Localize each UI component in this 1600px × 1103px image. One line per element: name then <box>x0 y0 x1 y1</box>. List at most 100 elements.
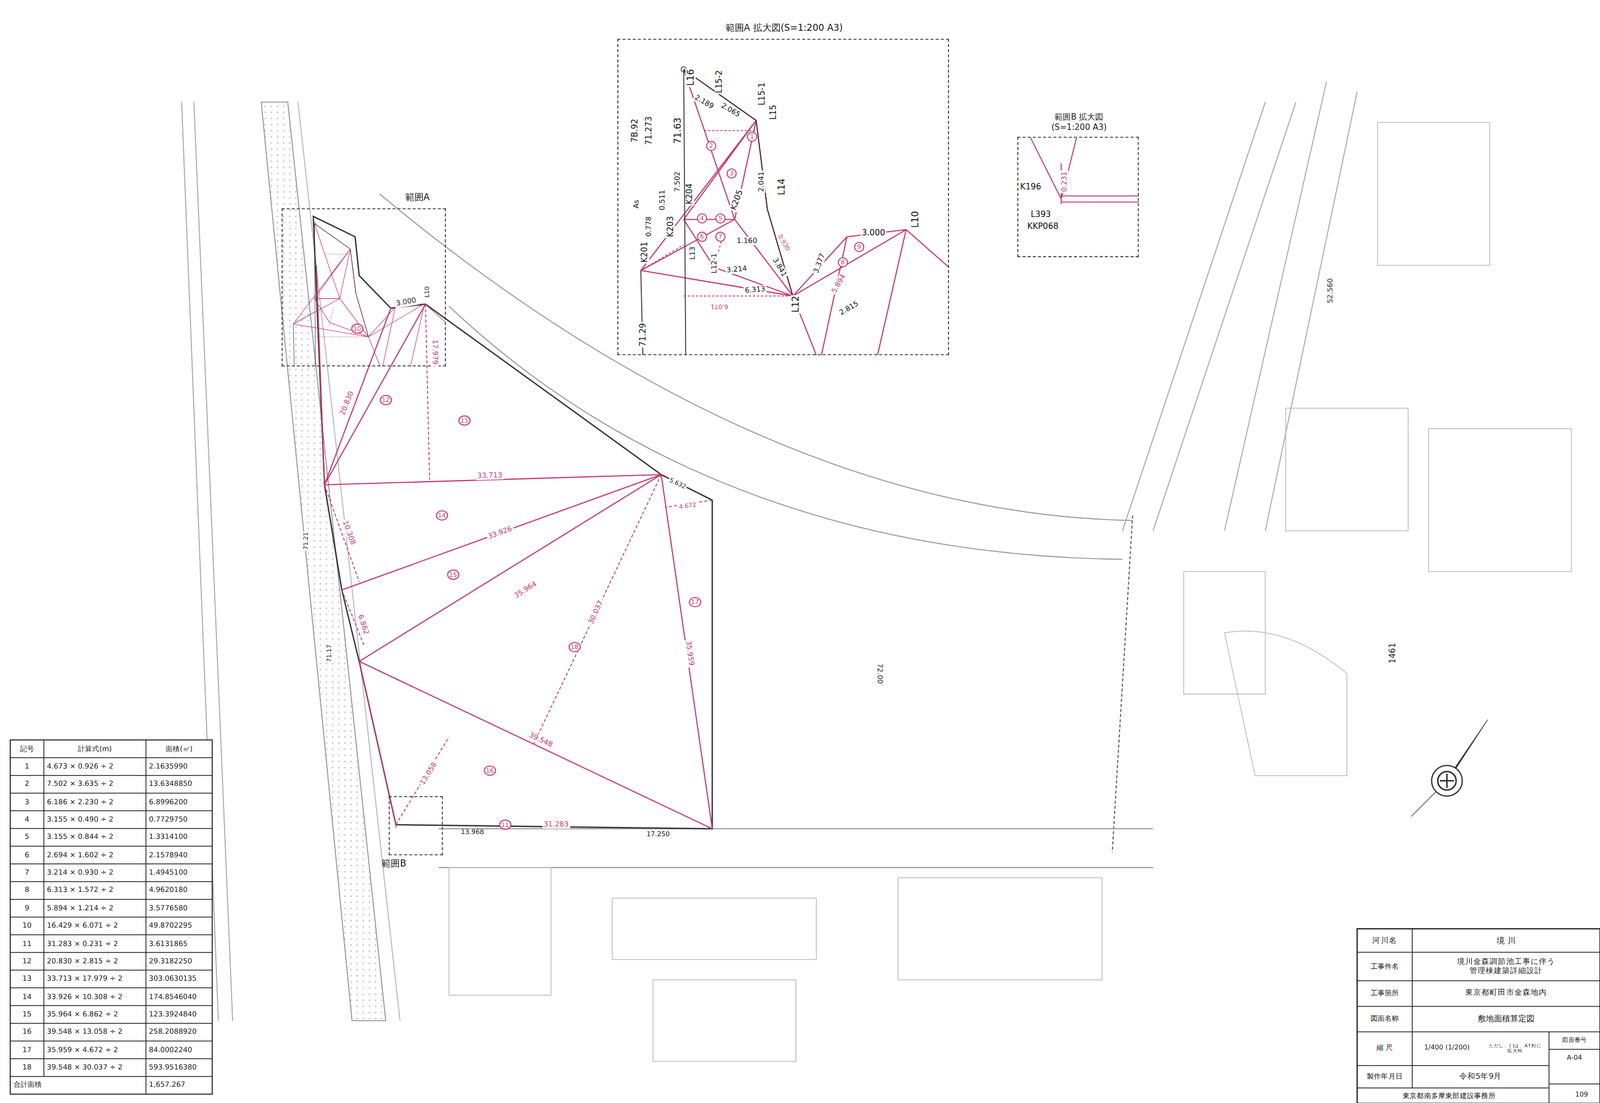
callout-number: 8 <box>837 257 848 268</box>
river-edge <box>298 102 401 1021</box>
dimension-label: 33.926 <box>485 524 515 542</box>
dimension-label: 3.000 <box>860 227 887 237</box>
table-cell: 7.502 × 3.635 ÷ 2 <box>47 775 143 794</box>
dimension-label: KKP068 <box>1026 221 1060 232</box>
dimension-label: 17.979 <box>430 338 439 366</box>
title-block-text: 河川名 <box>1371 936 1399 946</box>
table-cell: 3.155 × 0.844 ÷ 2 <box>47 828 143 847</box>
table-cell: 4 <box>13 810 42 829</box>
callout-number: 17 <box>688 596 701 608</box>
dimension-label: L12 <box>790 294 802 314</box>
dimension-label: 39.548 <box>527 730 556 750</box>
table-cell: 11 <box>13 934 42 953</box>
table-cell: 174.8546040 <box>148 987 209 1006</box>
height-line <box>324 304 713 829</box>
dimension-label: 4.672 <box>677 501 699 511</box>
table-cell: 303.0630135 <box>148 970 209 989</box>
table-cell: 3.214 × 0.930 ÷ 2 <box>47 863 143 882</box>
north-arrow <box>1431 765 1463 796</box>
table-cell: 29.3182250 <box>148 952 209 971</box>
dimension-label: L15 <box>768 103 779 121</box>
table-cell: 1,657.267 <box>148 1076 209 1095</box>
table-cell: 20.830 × 2.815 ÷ 2 <box>47 952 143 971</box>
callout-number: 1 <box>746 131 757 142</box>
table-cell: 31.283 × 0.231 ÷ 2 <box>47 934 143 953</box>
table-cell: 4.673 × 0.926 ÷ 2 <box>47 757 143 776</box>
table-cell: 8 <box>13 881 42 900</box>
table-cell: 6.8996200 <box>148 792 209 811</box>
callout-number: 6 <box>696 231 708 242</box>
dimension-label: 6.313 <box>743 284 767 295</box>
callout-number: 18 <box>568 641 581 653</box>
title-block <box>1357 928 1600 1103</box>
table-cell: 1.4945100 <box>148 863 209 882</box>
dimension-label: 30.037 <box>586 598 606 627</box>
dimension-label: L15-1 <box>757 81 767 107</box>
dimension-label: 13.058 <box>417 759 439 787</box>
dimension-label: 6.862 <box>356 612 371 637</box>
dimension-label: 52.560 <box>1326 277 1335 305</box>
zoom-area-frame: 範囲A 拡大図(S=1:200 A3) <box>617 38 950 356</box>
dimension-label: L12-1 <box>710 252 719 275</box>
boundary-line <box>1112 515 1134 852</box>
callout-number: 15 <box>446 569 459 580</box>
table-cell: 12 <box>13 952 42 971</box>
enlarged-detail <box>640 67 950 356</box>
north-arrow <box>1437 771 1457 790</box>
table-cell: 14 <box>13 987 42 1006</box>
triangulation-line <box>316 265 713 829</box>
table-cell: 面積(㎡) <box>148 739 209 758</box>
dimension-label: L15-2 <box>714 69 724 95</box>
dimension-label: K205 <box>728 187 746 213</box>
dimension-label: 2.189 <box>692 93 716 112</box>
dimension-label: 1.160 <box>735 236 759 245</box>
table-cell: 84.0002240 <box>148 1040 209 1059</box>
area-heading: 範囲B 拡大図 (S=1:200 A3) <box>1041 112 1118 132</box>
callout-number: 9 <box>853 241 865 253</box>
dimension-label: 31.283 <box>542 820 570 829</box>
table-cell: 5.894 × 1.214 ÷ 2 <box>47 899 143 918</box>
table-cell: 記号 <box>13 739 42 758</box>
callout-number: 11 <box>499 819 512 830</box>
table-cell: 35.964 × 6.862 ÷ 2 <box>47 1005 143 1024</box>
callout-number: 14 <box>436 510 449 521</box>
table-cell: 18 <box>13 1058 42 1077</box>
dimension-label: 3.377 <box>811 251 827 275</box>
dimension-label: K204 <box>685 182 695 206</box>
table-cell: 10 <box>13 916 42 935</box>
title-block-text: 境 川 <box>1495 936 1517 946</box>
table-cell: 3.5776580 <box>148 899 209 918</box>
title-block-grid <box>1357 928 1600 1103</box>
title-block-text: 1/400 (1/200) <box>1423 1044 1471 1052</box>
callout-number: 13 <box>458 415 471 426</box>
dimension-label: 6.071 <box>709 302 729 310</box>
table-cell: 合計面積 <box>13 1076 144 1095</box>
dimension-label: L393 <box>1029 209 1052 219</box>
title-block-text: 図面名称 <box>1369 1014 1401 1023</box>
dimension-label: 3.841 <box>770 255 789 280</box>
table-cell: 計算式(m) <box>47 739 143 758</box>
table-cell: 4.9620180 <box>148 881 209 900</box>
dimension-label: 1461 <box>1388 641 1398 665</box>
road-edge <box>1122 81 1358 531</box>
title-block-text: 敷地面積算定図 <box>1476 1013 1536 1023</box>
north-arrow <box>1439 773 1454 788</box>
table-frame <box>10 739 213 1094</box>
table-cell: 2.1578940 <box>148 846 209 865</box>
table-cell: 0.7729750 <box>148 810 209 829</box>
dimension-label: L13 <box>688 245 697 261</box>
zoom-area-frame: 範囲A <box>281 208 446 367</box>
dimension-label: K201 <box>640 240 650 264</box>
title-block-text: 縮 尺 <box>1375 1043 1394 1052</box>
dimension-label: 20.830 <box>338 389 357 418</box>
dimension-label: L14 <box>776 177 788 197</box>
table-cell: 33.926 × 10.308 ÷ 2 <box>47 987 143 1006</box>
dimension-label: 5.632 <box>667 476 688 491</box>
title-block-text: 工事件名 <box>1369 962 1401 971</box>
table-cell: 6.313 × 1.572 ÷ 2 <box>47 881 143 900</box>
title-block-text: 境川金森調節池工事に伴う 管理棟建築詳細設計 <box>1453 957 1558 976</box>
dimension-label: 71.17 <box>326 643 334 663</box>
dimension-label: 2.815 <box>837 299 861 318</box>
